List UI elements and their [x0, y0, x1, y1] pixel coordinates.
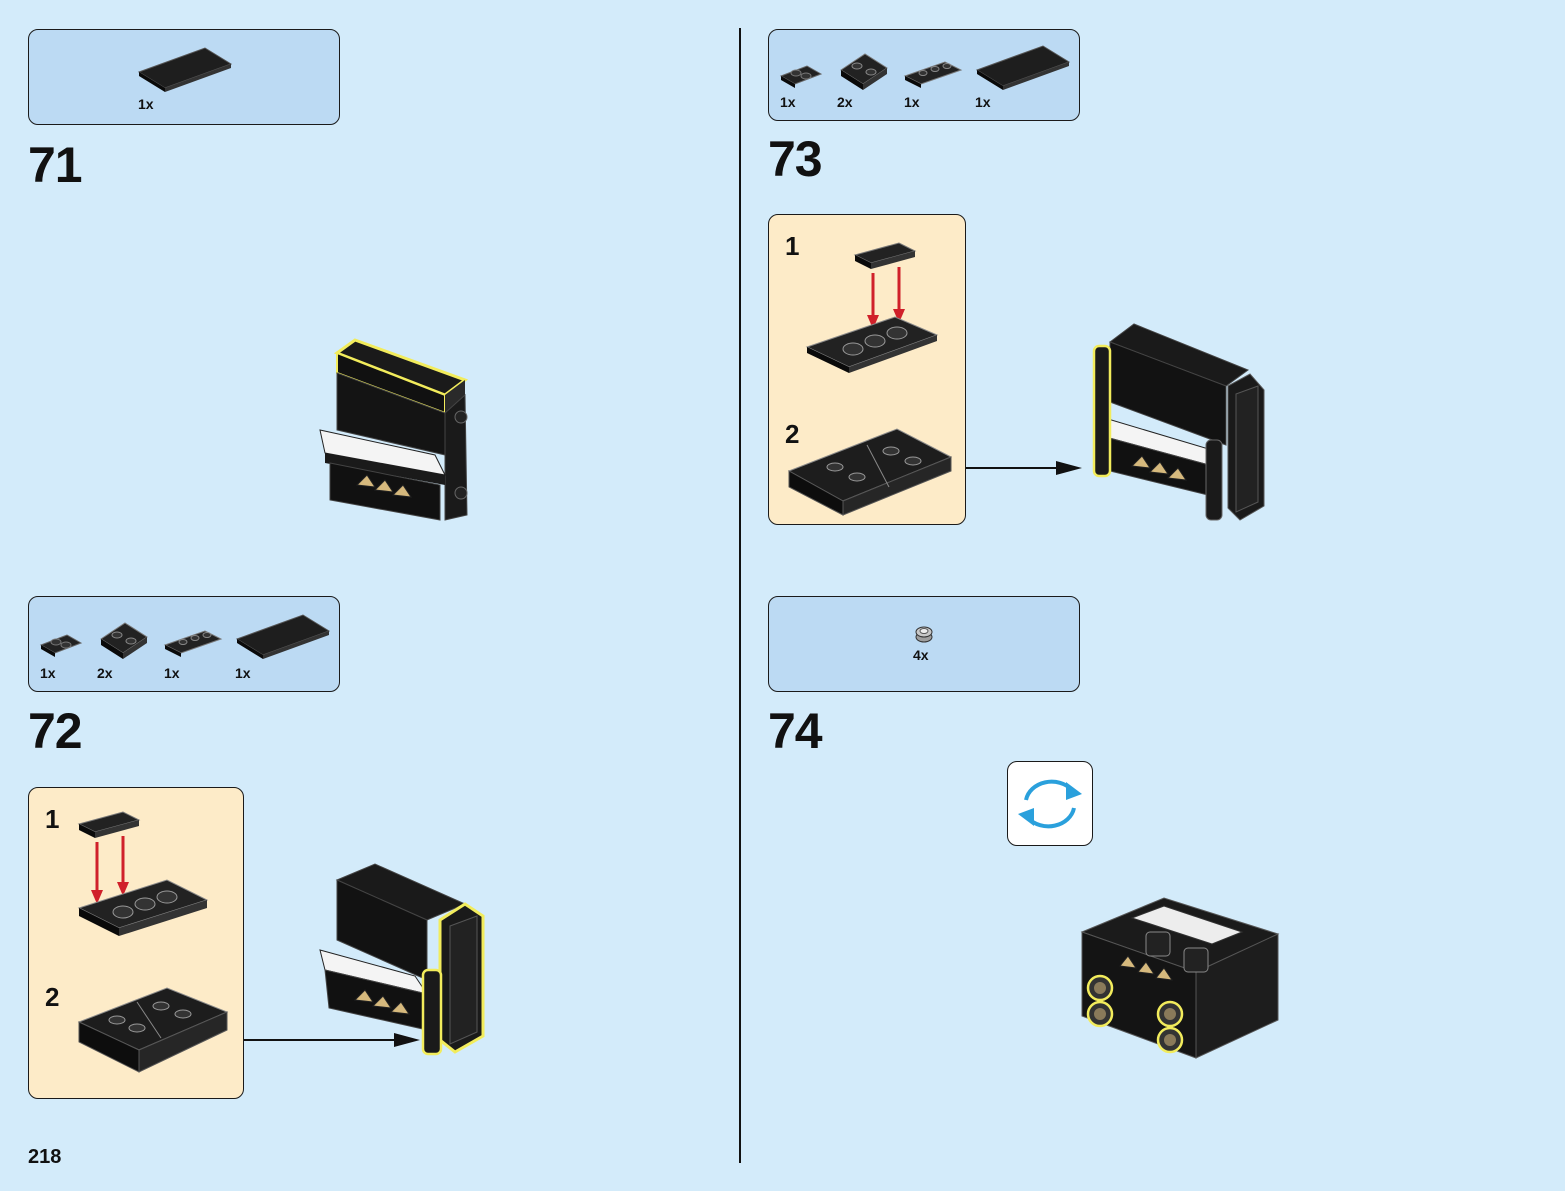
- step-number: 73: [768, 131, 823, 187]
- step-74-parts-box: 4x: [768, 596, 1080, 692]
- plate-1x2-icon: [779, 65, 823, 88]
- part-qty: 4x: [913, 647, 929, 663]
- substep-number: 2: [45, 982, 60, 1012]
- part-qty: 2x: [97, 665, 113, 681]
- round-brick-icon: [915, 626, 933, 643]
- substep-2-assembly: [77, 987, 229, 1073]
- step-72-parts-box: 1x 2x 1x 1x: [28, 596, 340, 692]
- substep-1-assembly: [77, 811, 209, 936]
- rotate-model-box: [1007, 761, 1093, 846]
- substep-number: 2: [785, 419, 800, 449]
- piano-model-71: [319, 338, 469, 521]
- part-qty: 1x: [780, 94, 796, 110]
- step-number: 72: [28, 703, 83, 759]
- substep-2-assembly: [787, 428, 953, 516]
- tile-2x4-icon: [137, 47, 233, 92]
- part-qty: 1x: [40, 665, 56, 681]
- step-71-parts-box: 1x: [28, 29, 340, 125]
- part-qty: 1x: [164, 665, 180, 681]
- part-qty: 1x: [138, 96, 154, 112]
- part-qty: 2x: [837, 94, 853, 110]
- part-qty: 1x: [235, 665, 251, 681]
- piano-model-73: [1092, 323, 1265, 521]
- page-divider: [739, 28, 741, 1163]
- plate-1x3-clip-icon: [163, 630, 223, 657]
- part-qty: 1x: [975, 94, 991, 110]
- piano-model-74: [1080, 897, 1280, 1059]
- tile-2x4-icon: [975, 45, 1071, 90]
- step-73-parts-box: 1x 2x 1x 1x: [768, 29, 1080, 121]
- substep-number: 1: [45, 804, 60, 834]
- tile-2x4-icon: [235, 614, 331, 659]
- part-qty: 1x: [904, 94, 920, 110]
- substep-number: 1: [785, 231, 800, 261]
- callout-arrow: [966, 461, 1082, 475]
- substep-box: 1 2: [28, 787, 244, 1099]
- plate-1x3-clip-icon: [903, 61, 963, 88]
- substep-1-assembly: [805, 242, 939, 373]
- plate-2x2-modified-icon: [100, 622, 148, 659]
- callout-arrow: [244, 1033, 420, 1047]
- step-number: 71: [28, 137, 83, 193]
- piano-model-72: [319, 863, 485, 1056]
- rotate-model-icon: [1018, 779, 1082, 829]
- plate-1x2-icon: [39, 634, 83, 657]
- step-number: 74: [768, 703, 823, 759]
- plate-2x2-modified-icon: [840, 53, 888, 90]
- substep-box: 1 2: [768, 214, 966, 525]
- page-number: 218: [28, 1146, 62, 1168]
